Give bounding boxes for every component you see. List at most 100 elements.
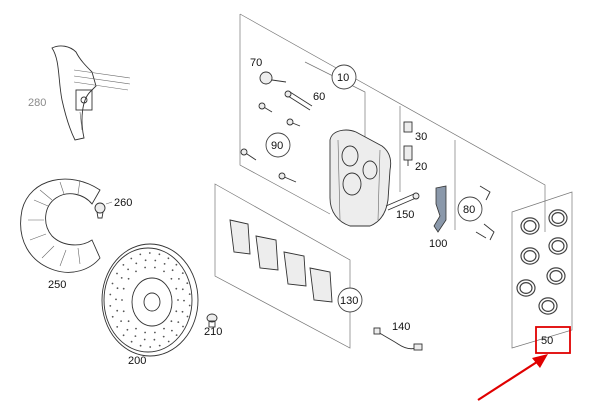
drill-hole [143,338,146,341]
label-50[interactable]: 50 [541,335,553,347]
drill-hole [162,335,165,338]
bleed-screw-20[interactable] [403,145,413,166]
drill-hole [175,310,178,313]
drill-hole [122,310,125,313]
seal-kit-panel [511,191,573,349]
drill-hole [153,338,156,341]
drill-hole [121,299,123,301]
label-10: 10 [337,72,349,84]
drill-hole [130,340,133,343]
drill-hole [116,309,119,312]
caliper-assembly-frame [239,13,546,232]
drill-hole [144,266,147,269]
wear-sensor-140[interactable] [373,327,423,351]
drill-hole [111,282,114,285]
drill-hole [144,331,147,334]
drill-hole [175,263,178,266]
seal-ring [551,240,565,253]
drill-hole [181,272,184,274]
drill-hole [181,288,184,291]
drill-hole [177,299,179,301]
drill-hole [154,331,156,334]
seal-ring [548,237,568,255]
label-100: 100 [429,238,447,250]
red-arrow [477,354,548,401]
callout-90[interactable] [265,132,291,158]
spring-clip-100[interactable] [433,185,447,233]
drill-hole [122,264,125,266]
drill-hole [116,326,119,328]
steering-knuckle-280[interactable] [51,45,131,141]
drill-hole [175,287,178,290]
brake-caliper[interactable] [329,129,392,227]
bolt-150[interactable] [385,192,420,211]
drill-hole [171,329,173,332]
seal-ring [523,250,537,263]
label-150: 150 [396,209,414,221]
seal-ring [551,212,565,225]
drill-hole [170,277,173,280]
drill-hole [116,272,118,275]
label-130: 130 [340,295,358,307]
drill-hole [120,320,122,322]
label-210: 210 [204,326,222,338]
brake-pad-panel [214,183,351,349]
drill-hole [130,257,133,260]
seal-ring [520,217,540,235]
seal-ring [523,220,537,233]
drill-hole [127,320,130,323]
label-260: 260 [114,197,132,209]
drill-hole [148,252,151,254]
screw-210[interactable] [206,313,218,328]
seal-ring [519,282,533,295]
label-70: 70 [250,57,262,69]
drill-hole [120,277,123,279]
drill-hole [171,269,174,272]
drill-hole [154,259,157,262]
drill-hole [158,253,161,256]
drill-hole [135,262,138,265]
drill-hole [182,325,184,328]
drill-hole [109,293,112,296]
drill-hole [134,335,137,337]
drill-hole [149,346,152,348]
drill-hole [115,298,117,301]
drill-hole [183,299,185,302]
label-80: 80 [463,204,475,216]
drill-hole [163,327,165,330]
label-200: 200 [128,355,146,367]
seal-rings-50[interactable] [516,209,568,315]
drill-hole [144,259,147,262]
drill-hole [135,270,137,273]
bolt-70[interactable] [259,71,287,85]
seal-ring [516,279,536,297]
drill-hole [181,310,184,313]
drill-hole [111,315,114,318]
drill-hole [116,287,119,290]
pad-clips-80[interactable] [475,185,495,241]
drill-hole [139,253,142,256]
drill-hole [167,340,170,343]
guide-pins-90[interactable] [240,102,301,183]
label-90: 90 [271,140,283,152]
label-280: 280 [28,97,46,109]
bolt-60[interactable] [284,90,313,111]
callout-10[interactable] [331,64,357,90]
drill-hole [186,315,189,318]
drill-hole [127,277,130,280]
drill-hole [163,263,166,265]
drill-hole [167,257,170,260]
label-140: 140 [392,321,410,333]
label-20: 20 [415,161,427,173]
brake-pads-130[interactable] [229,219,333,303]
splash-shield-250[interactable] [20,178,101,273]
drill-hole [177,321,180,323]
bleed-screw-30[interactable] [403,121,413,133]
label-30: 30 [415,131,427,143]
callout-80[interactable] [457,196,483,222]
callout-130[interactable] [337,287,363,313]
bolt-260[interactable] [94,202,106,219]
drill-hole [158,344,161,347]
brake-disc-200[interactable] [101,243,199,357]
